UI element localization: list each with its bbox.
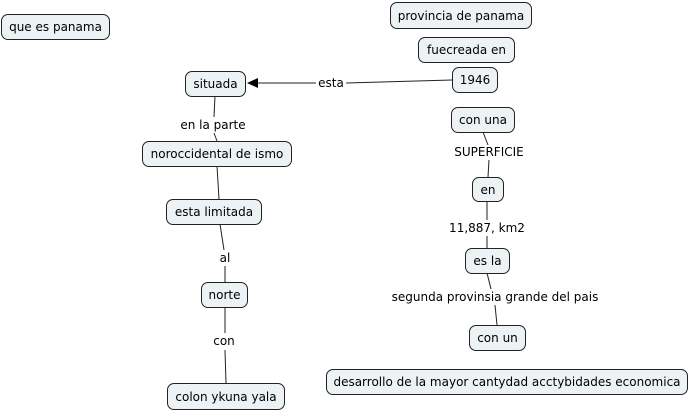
- link-area[interactable]: 11,887, km2: [447, 221, 527, 235]
- concept-fuecreada-en[interactable]: fuecreada en: [418, 37, 515, 63]
- link-en-la-parte[interactable]: en la parte: [178, 118, 248, 132]
- arrowhead-icon: [247, 78, 258, 88]
- concept-noroccidental[interactable]: noroccidental de ismo: [142, 141, 292, 167]
- concept-norte[interactable]: norte: [201, 282, 248, 308]
- concept-con-una[interactable]: con una: [451, 107, 515, 133]
- concept-es-la[interactable]: es la: [465, 248, 510, 274]
- link-segunda-provinsia[interactable]: segunda provinsia grande del pais: [389, 290, 601, 304]
- link-superficie[interactable]: SUPERFICIE: [452, 145, 526, 159]
- concept-en[interactable]: en: [472, 177, 504, 202]
- concept-con-un[interactable]: con un: [469, 325, 526, 351]
- concept-desarrollo[interactable]: desarrollo de la mayor cantydad acctybid…: [326, 369, 688, 395]
- concept-situada[interactable]: situada: [185, 71, 246, 97]
- concept-esta-limitada[interactable]: esta limitada: [166, 199, 262, 225]
- link-esta[interactable]: esta: [316, 76, 346, 90]
- concept-1946[interactable]: 1946: [452, 67, 498, 93]
- concept-colon-ykuna-yala[interactable]: colon ykuna yala: [167, 383, 285, 410]
- concept-que-es-panama[interactable]: que es panama: [1, 14, 110, 40]
- link-con[interactable]: con: [211, 334, 237, 348]
- link-al[interactable]: al: [217, 251, 233, 265]
- concept-provincia-de-panama[interactable]: provincia de panama: [390, 2, 532, 29]
